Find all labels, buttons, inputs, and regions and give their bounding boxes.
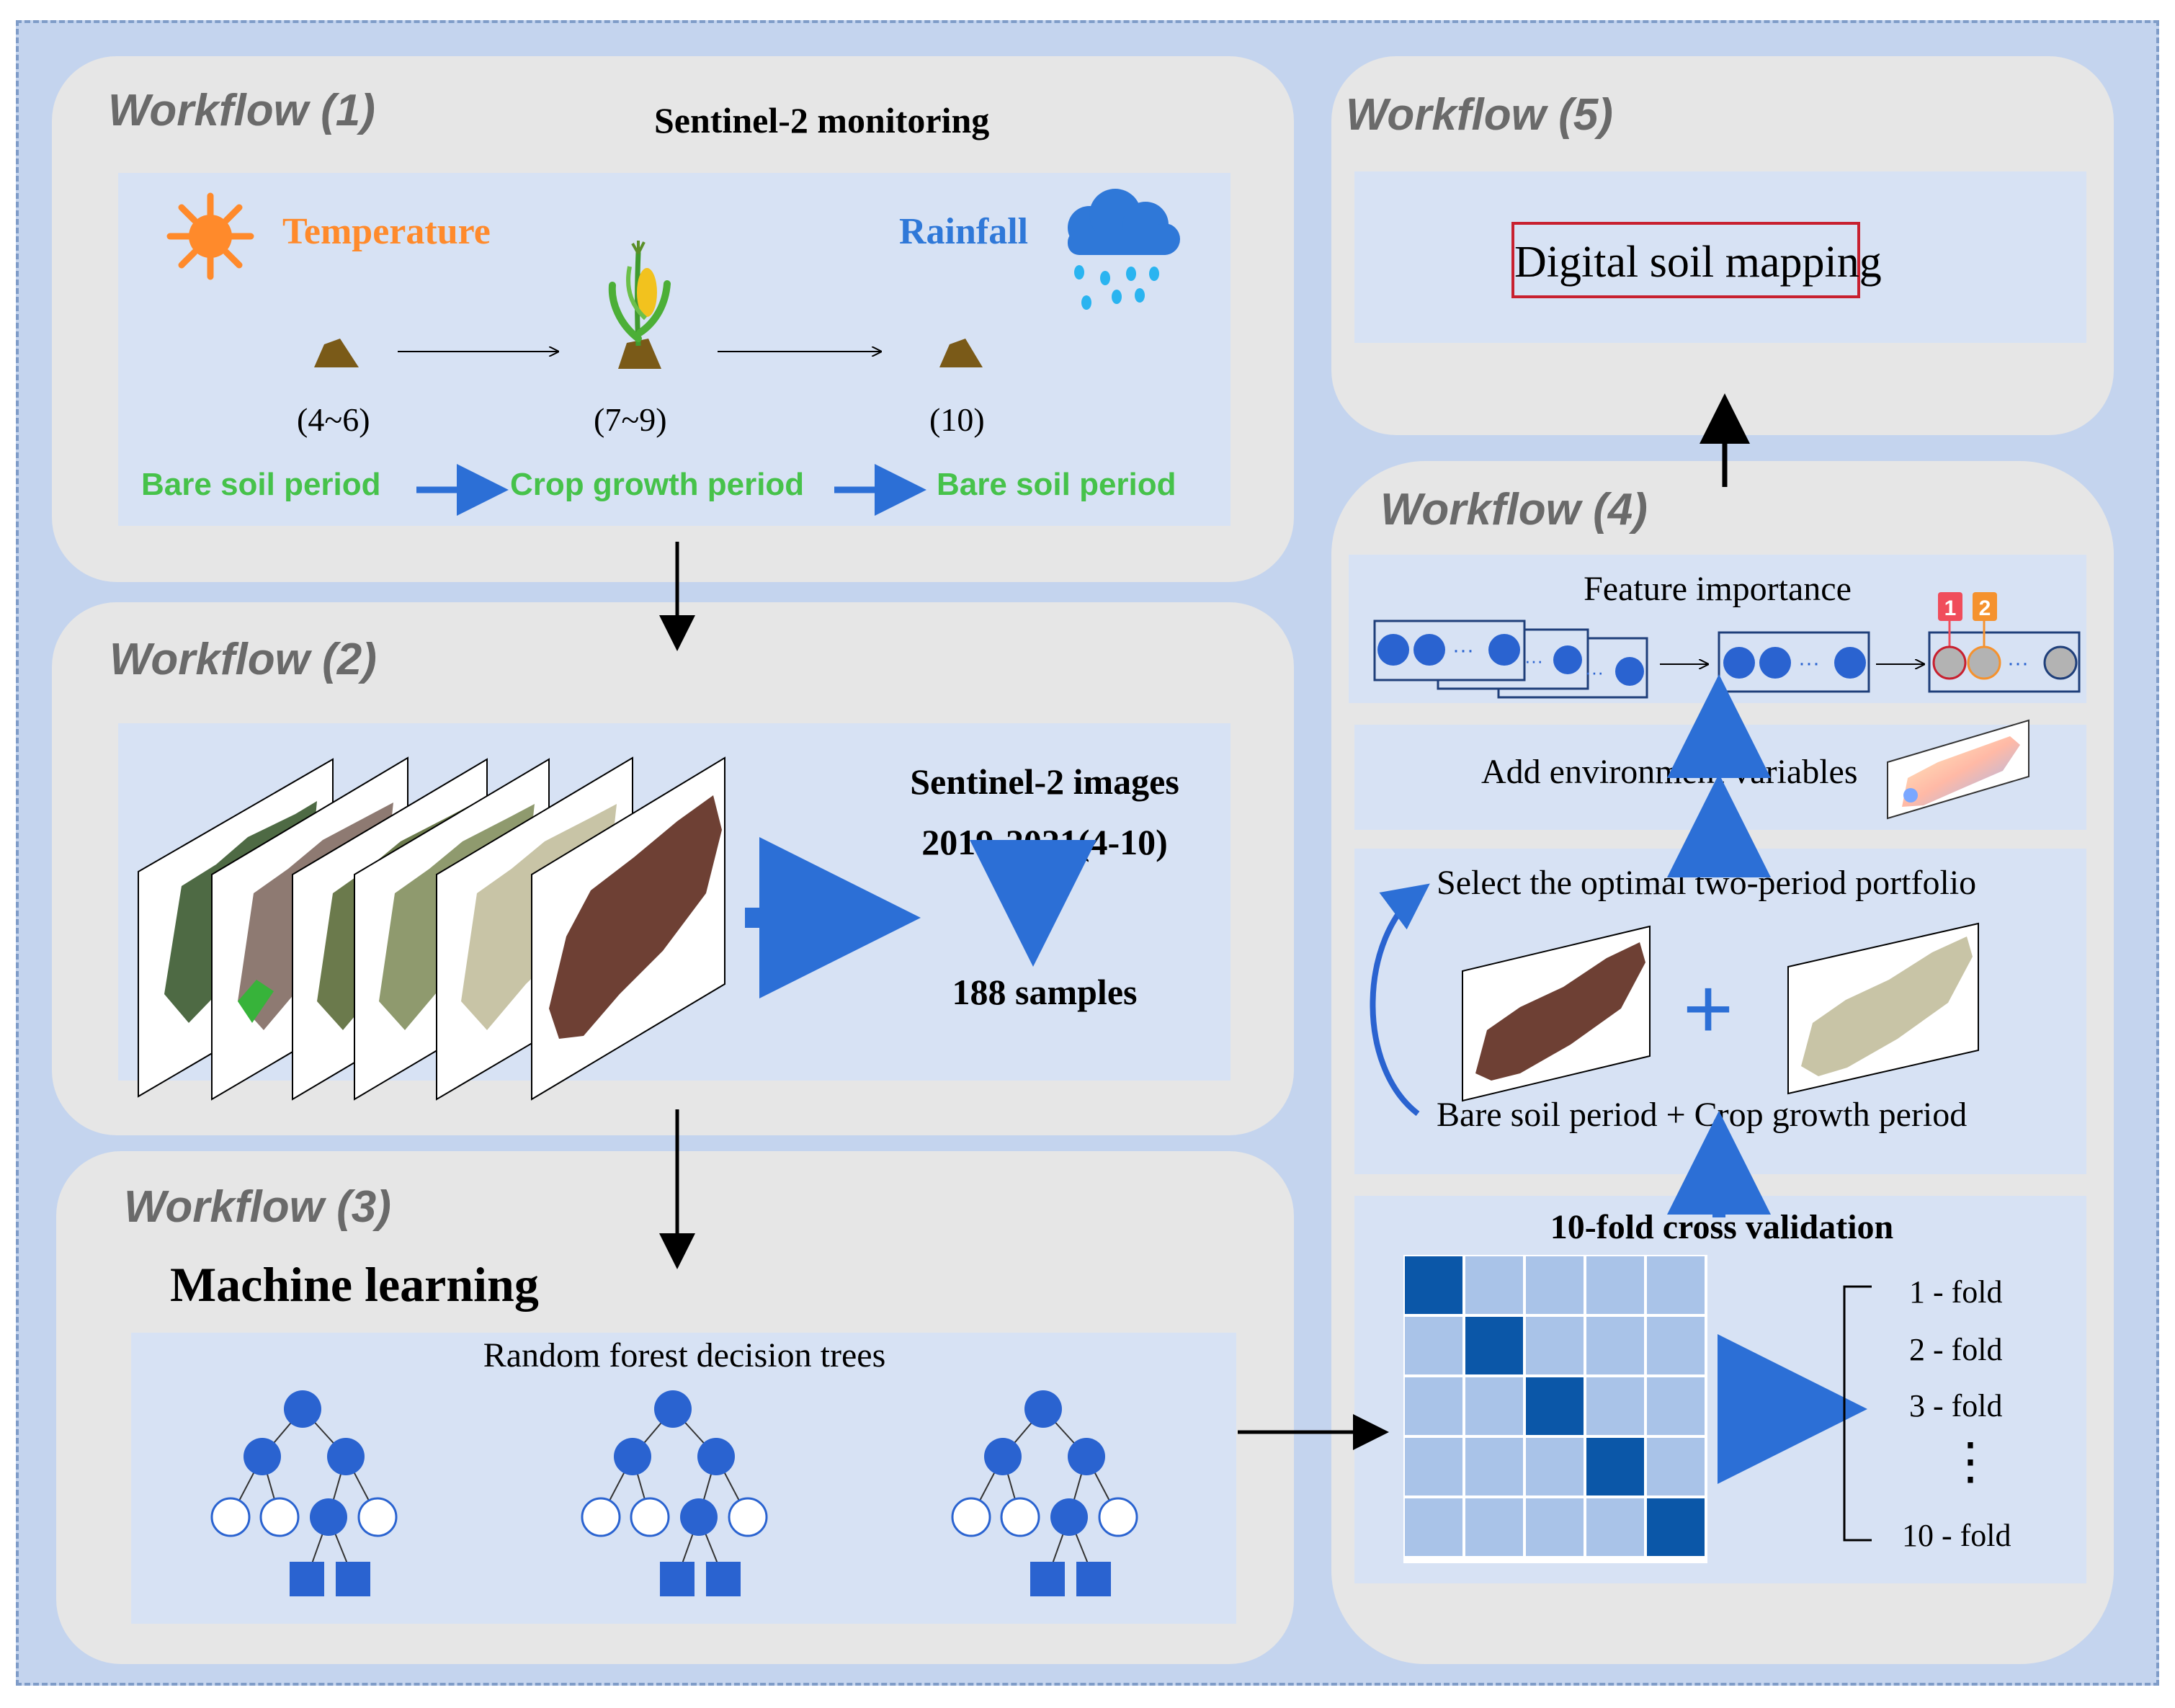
samples-label: 188 samples: [952, 972, 1138, 1012]
feature-importance-heading: Feature importance: [1584, 570, 1852, 608]
workflow3-title: Workflow (3): [124, 1182, 391, 1232]
feature-vector: [1718, 631, 1870, 693]
rank-badge-1-label: 1: [1944, 596, 1957, 620]
fold-label-3: 3 - fold: [1909, 1388, 2003, 1423]
sentinel-image-stack: [138, 756, 725, 1101]
crop-growth-map: [1787, 922, 1979, 1095]
fold-label-1: 1 - fold: [1909, 1274, 2003, 1310]
decision-tree-2: [581, 1390, 768, 1596]
rank-badge-2-label: 2: [1979, 596, 1991, 620]
feature-stack: [1373, 620, 1648, 699]
feedback-curve-arrow: [1370, 883, 1430, 1117]
image-slice-6: [531, 756, 725, 1101]
sentinel-images-label: Sentinel-2 images: [910, 761, 1179, 802]
sentinel-monitoring-heading: Sentinel-2 monitoring: [654, 100, 990, 140]
rainfall-label: Rainfall: [899, 211, 1029, 252]
months-label-2: (7~9): [594, 401, 667, 438]
temperature-label: Temperature: [282, 211, 491, 252]
random-forest-heading: Random forest decision trees: [483, 1336, 886, 1374]
months-label-3: (10): [929, 401, 985, 438]
corn-plant-icon: [608, 241, 671, 369]
feature-vector-ellipsis: ···: [1798, 651, 1820, 675]
workflow4-title: Workflow (4): [1380, 485, 1648, 535]
rank-badge-2: [1973, 592, 1997, 621]
sun-icon: [166, 192, 254, 280]
machine-learning-heading: Machine learning: [170, 1257, 539, 1312]
rank-badge-1: [1938, 592, 1962, 621]
digital-soil-mapping-box: Digital soil mapping: [1511, 222, 1882, 298]
rain-cloud-icon: [1068, 189, 1180, 310]
soil-mound-icon: [314, 339, 359, 367]
soil-mound-icon-2: [939, 339, 983, 367]
workflow2-title: Workflow (2): [110, 635, 377, 684]
bare-soil-map: [1462, 925, 1651, 1102]
ranked-feature-vector: [1928, 592, 2081, 693]
environment-variable-map: [1887, 719, 2029, 820]
months-label-1: (4~6): [297, 401, 370, 438]
feature-stack-ellipsis-2: ···: [1524, 650, 1543, 671]
workflow1-inner: [118, 173, 1231, 526]
folds-bracket: [1843, 1285, 1872, 1542]
workflow5-title: Workflow (5): [1346, 90, 1613, 140]
fold-label-10: 10 - fold: [1902, 1518, 2011, 1553]
crop-growth-period: Crop growth period: [510, 467, 805, 502]
workflow1-title: Workflow (1): [108, 86, 375, 135]
cross-validation-matrix: [1403, 1255, 1707, 1563]
decision-tree-1: [210, 1390, 398, 1596]
decision-tree-3: [951, 1390, 1138, 1596]
bare-soil-period-2: Bare soil period: [937, 467, 1176, 502]
bare-soil-period-1: Bare soil period: [141, 467, 381, 502]
feature-stack-ellipsis-1: ···: [1452, 638, 1474, 662]
fold-label-2: 2 - fold: [1909, 1332, 2003, 1367]
plus-sign: +: [1683, 960, 1734, 1057]
ranked-vector-ellipsis: ···: [2007, 651, 2029, 675]
fold-vertical-ellipsis: ⋮: [1945, 1434, 1996, 1490]
feature-stack-ellipsis-3: ···: [1585, 661, 1604, 683]
